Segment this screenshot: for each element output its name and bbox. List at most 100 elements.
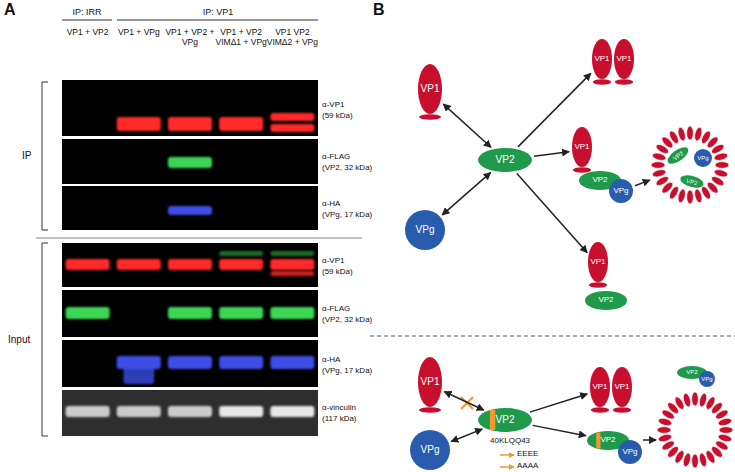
interaction-arrow	[442, 173, 490, 215]
protein-band	[168, 206, 212, 215]
vp1-body	[588, 242, 608, 282]
protein-name: VP2	[686, 369, 697, 375]
protein-name: VPg	[416, 225, 435, 235]
vp2-body	[585, 291, 627, 310]
protein-name: VP2	[598, 296, 613, 304]
protein-band	[168, 406, 212, 417]
protein-band	[270, 259, 314, 270]
vp1-protein: VP1	[612, 367, 632, 413]
panel-letter: A	[4, 1, 16, 19]
protein-band	[270, 356, 314, 369]
vp2-body	[478, 148, 532, 172]
blot-strip	[62, 80, 318, 136]
lane-label: VP1 + VP2 + VPg	[165, 28, 215, 48]
section-label: Input	[8, 334, 30, 346]
vp1-body	[614, 39, 634, 79]
vp1-base	[419, 407, 441, 413]
protein-band	[66, 259, 110, 270]
vp1-body	[612, 367, 632, 407]
vpg-protein: VPg	[694, 149, 712, 167]
vp1-protein: VP1	[614, 39, 634, 85]
empty-capsid	[657, 392, 733, 468]
protein-name: VP2	[496, 155, 515, 165]
lane-group-header: IP: IRR	[72, 7, 101, 17]
vp1-protein: VP1	[588, 242, 608, 288]
vp2-protein: VP2	[585, 291, 627, 310]
panel-letter: B	[373, 1, 385, 19]
protein-band	[219, 251, 263, 256]
capsid-subunit	[651, 168, 666, 178]
blot-strip	[62, 340, 318, 387]
vp1-protein: VP1	[572, 127, 592, 173]
protein-band	[168, 117, 212, 131]
vpg-protein: VPg	[618, 440, 642, 464]
mutation-band	[596, 432, 600, 448]
capsid-subunit	[687, 126, 694, 140]
cross-mark	[461, 397, 473, 409]
vp1-protein: VP1	[418, 64, 442, 120]
vpg-body	[618, 440, 642, 464]
lane-label: VP1 + VP2	[63, 28, 113, 38]
antibody-label: α-HA	[322, 199, 340, 208]
vp1-base	[589, 282, 607, 288]
capsid-subunit	[698, 452, 708, 467]
vp1-body	[590, 367, 610, 407]
vp1-base	[419, 114, 441, 120]
section-label: IP	[22, 150, 31, 162]
vpg-protein: VPg	[699, 371, 715, 387]
capsid-subunit	[715, 162, 729, 169]
protein-name: VPg	[613, 187, 628, 195]
protein-name: VP1	[421, 84, 440, 94]
protein-band	[219, 117, 263, 131]
protein-name: VP1	[590, 258, 605, 266]
vp1-body	[592, 39, 612, 79]
mutation-arrow	[500, 454, 514, 456]
dashed-divider	[370, 336, 735, 337]
header-rule	[117, 20, 318, 21]
capsid-subunit	[657, 433, 672, 443]
header-rule	[62, 20, 112, 21]
protein-name: VPg	[701, 376, 712, 382]
protein-band	[219, 356, 263, 369]
interaction-arrow	[518, 73, 591, 147]
vpg-body	[405, 210, 445, 250]
size-label: (VPg, 17 kDa)	[322, 366, 372, 375]
antibody-label: α-HA	[322, 355, 340, 364]
protein-name: VP1	[614, 383, 629, 391]
vp2-body	[665, 144, 691, 167]
vp1-protein: VP1	[590, 367, 610, 413]
protein-band	[66, 406, 110, 417]
protein-name: VP1	[574, 143, 589, 151]
protein-name: VPg	[622, 448, 637, 456]
protein-band	[270, 124, 314, 132]
protein-name: VP2	[592, 176, 607, 184]
blot-strip	[62, 390, 318, 436]
vp2-body	[679, 173, 705, 190]
capsid-subunit	[682, 392, 692, 407]
size-label: (59 kDa)	[322, 267, 353, 276]
node-outline	[650, 125, 730, 205]
vpg-protein: VPg	[410, 430, 450, 470]
protein-name: VPg	[697, 155, 708, 161]
blot-strip	[62, 139, 318, 184]
size-label: (VP2, 32 kDa)	[322, 315, 372, 324]
capsid-subunit	[692, 392, 699, 406]
vpg-protein: VPg	[609, 179, 633, 203]
blocked-mark	[461, 397, 473, 409]
capsid-subunit	[677, 126, 687, 141]
lane-group-header: IP: VP1	[203, 7, 234, 17]
vp2-protein: VP2	[478, 148, 532, 172]
assembly-arrow	[643, 439, 656, 441]
vp1-protein: VP1	[592, 39, 612, 85]
capsid-subunit	[693, 188, 703, 203]
size-label: (VP2, 32 kDa)	[322, 163, 372, 172]
capsid-subunit	[713, 152, 728, 162]
protein-band	[270, 113, 314, 121]
antibody-label: α-VP1	[322, 256, 344, 265]
vp1-base	[573, 167, 591, 173]
vp1-body	[418, 357, 442, 407]
vpg-body	[410, 430, 450, 470]
bracket	[42, 243, 48, 436]
